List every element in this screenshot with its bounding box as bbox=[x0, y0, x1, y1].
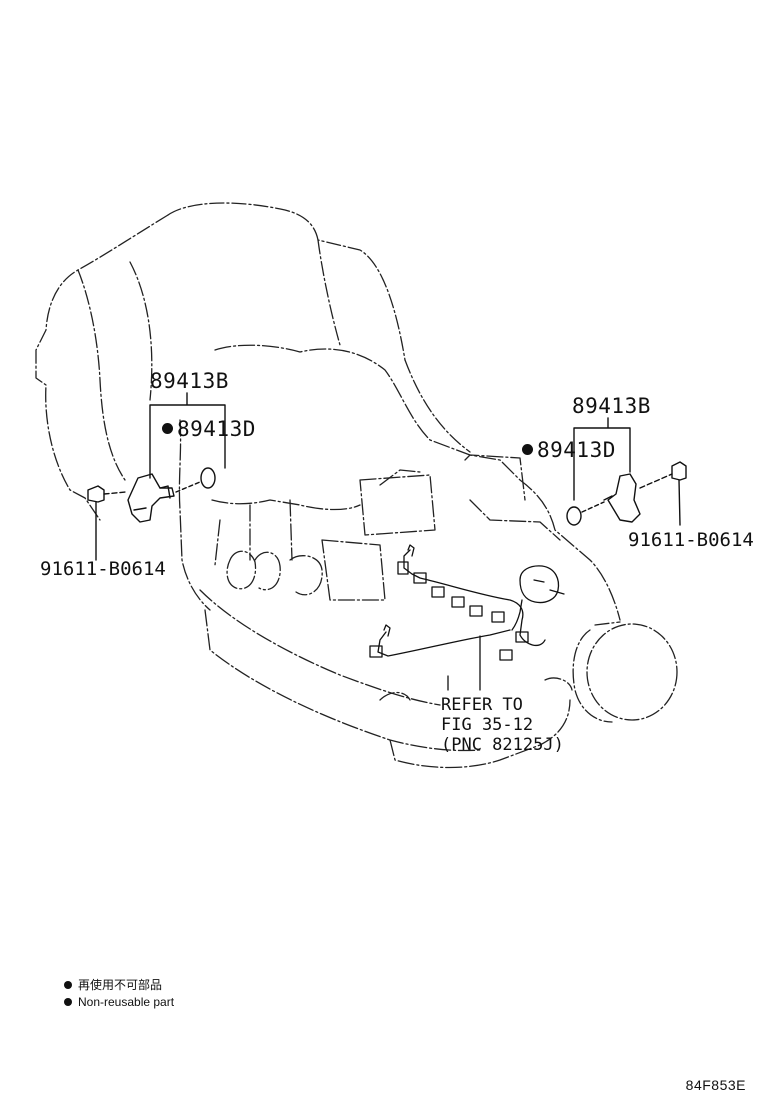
right-sensor-assembly bbox=[566, 417, 687, 526]
reference-note-line2: FIG 35-12 bbox=[441, 715, 534, 735]
reference-note-line1: REFER TO bbox=[441, 695, 523, 715]
non-reusable-dot-icon bbox=[522, 444, 533, 455]
reference-note-line3: (PNC 82125J) bbox=[441, 735, 564, 755]
legend-english-text: Non-reusable part bbox=[78, 995, 175, 1009]
bell-housing-outline bbox=[35, 202, 471, 521]
transmission-case bbox=[178, 344, 621, 769]
part-number-right-bolt: 91611-B0614 bbox=[628, 529, 754, 551]
legend-english: Non-reusable part bbox=[64, 996, 174, 1008]
left-sensor-assembly bbox=[87, 392, 226, 561]
figure-code: 84F853E bbox=[685, 1077, 746, 1093]
part-number-left-oring-text: 89413D bbox=[177, 417, 256, 441]
non-reusable-dot-icon bbox=[64, 981, 72, 989]
non-reusable-dot-icon bbox=[162, 423, 173, 434]
part-number-right-oring-text: 89413D bbox=[537, 438, 616, 462]
wiring-harness bbox=[369, 544, 565, 691]
part-number-right-oring: 89413D bbox=[522, 440, 616, 461]
legend-japanese-text: 再使用不可部品 bbox=[78, 978, 163, 992]
part-number-left-bolt: 91611-B0614 bbox=[40, 558, 166, 580]
tailshaft bbox=[572, 621, 678, 723]
non-reusable-dot-icon bbox=[64, 998, 72, 1006]
part-number-left-oring: 89413D bbox=[162, 419, 256, 440]
legend-japanese: 再使用不可部品 bbox=[64, 979, 162, 991]
part-number-left-sensor: 89413B bbox=[150, 369, 229, 393]
part-number-right-sensor: 89413B bbox=[572, 394, 651, 418]
reference-note: REFER TO FIG 35-12 (PNC 82125J) bbox=[441, 695, 564, 755]
